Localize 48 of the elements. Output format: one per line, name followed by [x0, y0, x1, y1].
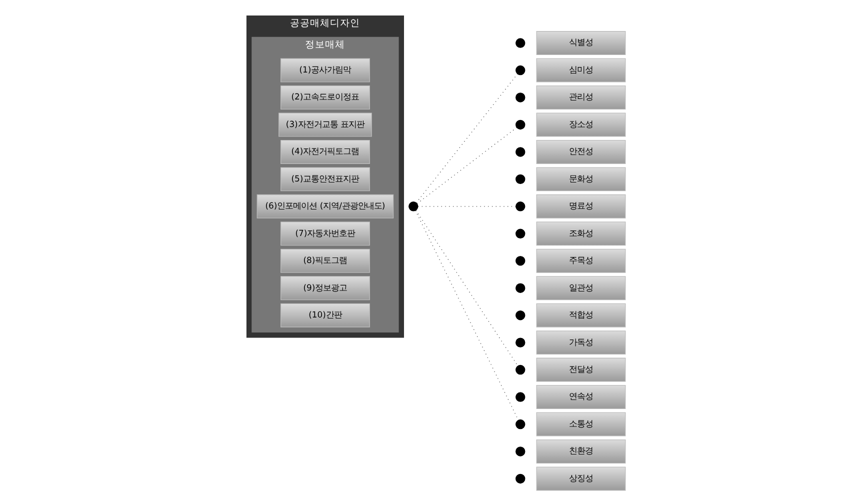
node-circle	[515, 474, 525, 484]
node-box: 안전성	[536, 140, 626, 164]
node-circle	[515, 228, 525, 238]
node-circle	[515, 338, 525, 348]
node-box: (8)픽토그램	[280, 248, 370, 273]
node-circle	[515, 120, 525, 130]
node-box: 상징성	[536, 466, 626, 491]
node-box: 식별성	[536, 31, 626, 56]
connector	[416, 127, 517, 204]
node-box: (10)간판	[280, 303, 370, 328]
node-box: 적합성	[536, 303, 626, 328]
node-circle	[515, 256, 525, 266]
node-circle	[515, 202, 525, 212]
node-circle	[515, 147, 525, 157]
connector	[415, 74, 518, 204]
node-circle	[515, 446, 525, 456]
node-box: 소통성	[536, 412, 626, 436]
node-box: 조화성	[536, 222, 626, 246]
node-circle	[515, 392, 525, 402]
node-circle	[515, 65, 525, 76]
node-box: (9)정보광고	[280, 276, 370, 300]
node-box: 심미성	[536, 58, 626, 82]
node-box: 일관성	[536, 276, 626, 300]
node-box: (7)자동차번호판	[280, 222, 370, 246]
node-box: 관리성	[536, 86, 626, 110]
node-circle	[515, 310, 525, 320]
node-box: 장소성	[536, 112, 626, 137]
node-box: 가독성	[536, 330, 626, 355]
node-box: (4)자전거픽토그램	[280, 140, 370, 164]
node-box: (1)공사가림막	[280, 58, 370, 82]
node-circle	[515, 419, 525, 430]
node-box: 명료성	[536, 194, 626, 218]
connector	[415, 210, 518, 366]
node-box: 주목성	[536, 248, 626, 273]
node-box: 연속성	[536, 385, 626, 410]
node-circle	[515, 283, 525, 293]
node-box: 전달성	[536, 358, 626, 382]
node-box: 문화성	[536, 167, 626, 192]
node-box: (2)고속도로이정표	[280, 86, 370, 110]
node-box: (6)인포메이션 (지역/관광안내도)	[256, 194, 394, 218]
node-circle	[515, 174, 525, 184]
node-circle	[515, 38, 525, 48]
node-box: (5)교통안전표지판	[280, 167, 370, 192]
node-circle	[408, 202, 418, 212]
node-circle	[515, 92, 525, 102]
node-circle	[515, 364, 525, 375]
node-box: 친환경	[536, 440, 626, 464]
node-box: (3)자전거교통 표지판	[278, 112, 372, 137]
